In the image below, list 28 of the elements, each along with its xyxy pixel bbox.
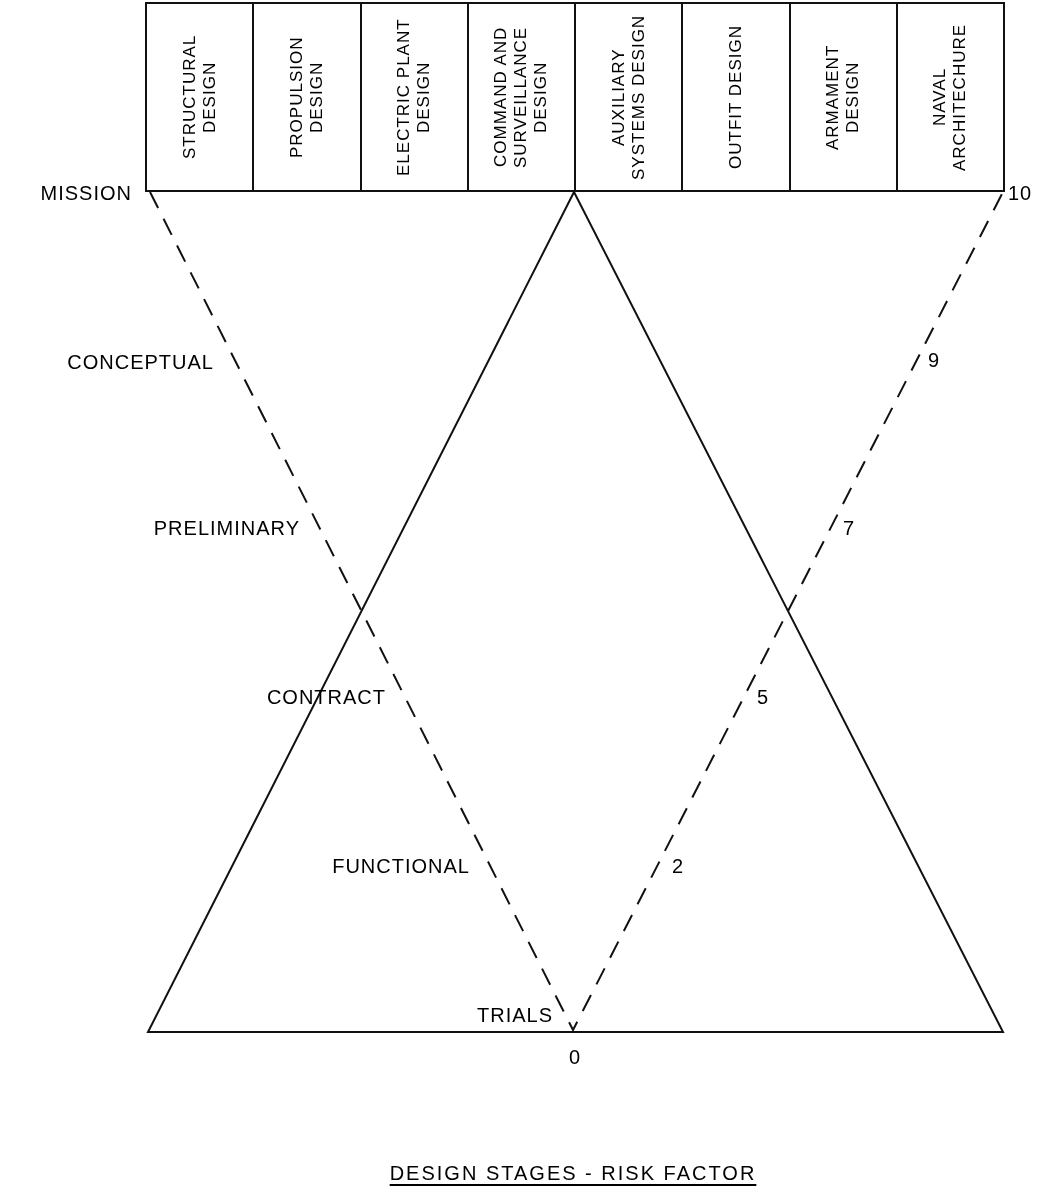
design-area-label: PROPULSION DESIGN bbox=[286, 35, 327, 160]
design-area-box bbox=[574, 2, 684, 192]
caption: DESIGN STAGES - RISK FACTOR bbox=[389, 1161, 757, 1186]
design-area-box bbox=[895, 2, 1005, 192]
design-area-label: STRUCTURAL DESIGN bbox=[179, 33, 220, 162]
design-area-label: COMMAND AND SURVEILLANCE DESIGN bbox=[491, 25, 552, 170]
risk-value: 5 bbox=[757, 685, 770, 709]
stage-label: CONCEPTUAL bbox=[67, 350, 214, 374]
design-area-box bbox=[788, 2, 898, 192]
design-area-box bbox=[359, 2, 469, 192]
design-area-box bbox=[681, 2, 791, 192]
stage-label: FUNCTIONAL bbox=[332, 854, 470, 878]
risk-value: 2 bbox=[672, 854, 685, 878]
stage-label: PRELIMINARY bbox=[153, 516, 300, 540]
design-area-box bbox=[252, 2, 362, 192]
risk-value: 10 bbox=[1008, 181, 1033, 205]
design-area-label: ELECTRIC PLANT DESIGN bbox=[394, 17, 435, 178]
design-area-box bbox=[466, 2, 576, 192]
design-area-label: ARMAMENT DESIGN bbox=[823, 43, 864, 152]
stage-label: TRIALS bbox=[476, 1003, 553, 1027]
design-area-label: AUXILIARY SYSTEMS DESIGN bbox=[608, 13, 649, 182]
risk-value: 9 bbox=[928, 348, 941, 372]
design-area-label: OUTFIT DESIGN bbox=[725, 25, 746, 169]
design-area-label: NAVAL ARCHITECHURE bbox=[930, 22, 971, 173]
risk-value: 0 bbox=[568, 1045, 582, 1069]
risk-value: 7 bbox=[843, 516, 856, 540]
stage-label: MISSION bbox=[40, 181, 132, 205]
design-area-box bbox=[145, 2, 255, 192]
